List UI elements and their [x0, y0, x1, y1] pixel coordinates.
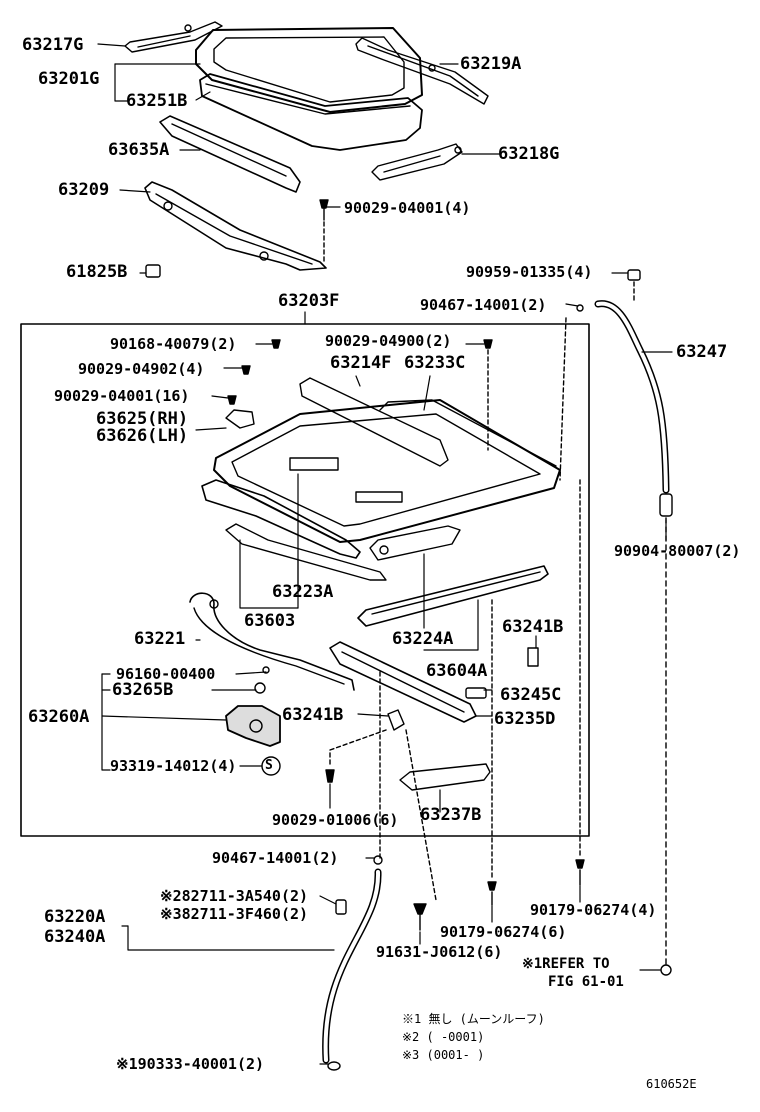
screw-part	[319, 199, 329, 265]
label-96160: 96160-00400	[116, 665, 216, 683]
front-rail-part	[159, 115, 301, 193]
clip-part	[145, 264, 161, 278]
label-63214f: 63214F	[330, 353, 392, 373]
refer-line-1: ※1REFER TO	[522, 956, 610, 972]
rail-part	[355, 37, 489, 105]
label-63224a: 63224A	[392, 629, 454, 649]
label-382711: ※382711-3F460(2)	[160, 905, 309, 923]
label-63247: 63247	[676, 342, 728, 362]
bracket-part	[387, 709, 405, 731]
figure-code: 610652E	[646, 1077, 697, 1091]
label-63203f: 63203F	[278, 291, 340, 311]
label-63603: 63603	[244, 611, 296, 631]
label-63218g: 63218G	[498, 144, 560, 164]
label-63241b-right: 63241B	[502, 617, 564, 637]
label-63260a: 63260A	[28, 707, 90, 727]
label-63251b: 63251B	[126, 91, 188, 111]
label-63201g: 63201G	[38, 69, 100, 89]
screw-part	[227, 339, 493, 451]
label-63219a: 63219A	[460, 54, 522, 74]
drip-rail-part	[144, 181, 327, 271]
label-190333: ※190333-40001(2)	[116, 1055, 265, 1073]
label-63241b-mid: 63241B	[282, 705, 344, 725]
label-63237b: 63237B	[420, 805, 482, 825]
refer-line-2: FIG 61-01	[548, 974, 624, 990]
bolt-part	[325, 729, 387, 783]
leader-lines	[97, 43, 673, 1065]
motor-part	[225, 666, 281, 747]
housing-frame-part	[213, 377, 561, 543]
label-63625: 63625(RH)	[96, 409, 189, 429]
frame-part	[201, 479, 387, 581]
note-3: ※3 (0001- )	[402, 1048, 485, 1062]
label-63604a: 63604A	[426, 661, 488, 681]
s-mark: S	[265, 758, 273, 773]
label-90168: 90168-40079(2)	[110, 335, 237, 353]
label-63235d: 63235D	[494, 709, 556, 729]
rail-part	[369, 525, 461, 561]
label-93319: 93319-14012(4)	[110, 757, 237, 775]
note-1: ※1 無し (ムーンルーフ)	[402, 1012, 545, 1026]
label-90467-top: 90467-14001(2)	[420, 296, 547, 314]
cable-part	[189, 592, 355, 691]
slide-guide-part	[371, 143, 463, 181]
label-90029-04902: 90029-04902(4)	[78, 360, 205, 378]
label-61825b: 61825B	[66, 262, 128, 282]
clip-part	[335, 899, 347, 915]
bracket-part	[399, 763, 491, 791]
deflector-strip-part	[124, 21, 223, 53]
drain-hose-part	[576, 269, 673, 976]
label-63223a: 63223A	[272, 582, 334, 602]
label-90959-01335: 90959-01335(4)	[466, 263, 593, 281]
glass-panel-part	[195, 27, 423, 113]
label-90467-bottom: 90467-14001(2)	[212, 849, 339, 867]
label-63635a: 63635A	[108, 140, 170, 160]
label-63240a: 63240A	[44, 927, 106, 947]
label-90904: 90904-80007(2)	[614, 542, 741, 560]
bracket-part	[225, 409, 255, 429]
label-63245c: 63245C	[500, 685, 562, 705]
label-63626: 63626(LH)	[96, 426, 189, 446]
cover-part	[465, 687, 487, 699]
screw-part	[405, 599, 585, 931]
label-63209: 63209	[58, 180, 110, 200]
label-90029-04001-16: 90029-04001(16)	[54, 387, 190, 405]
label-90029-01006: 90029-01006(6)	[272, 811, 399, 829]
label-91631: 91631-J0612(6)	[376, 943, 503, 961]
bracket-part	[527, 647, 539, 667]
guide-rail-part	[357, 565, 549, 627]
label-90179-6: 90179-06274(6)	[440, 923, 567, 941]
label-63233c: 63233C	[404, 353, 466, 373]
label-63220a: 63220A	[44, 907, 106, 927]
label-90029-04001-4: 90029-04001(4)	[344, 199, 471, 217]
weatherstrip-part	[199, 73, 423, 151]
dashed-ref-line	[559, 317, 567, 481]
label-90179-4: 90179-06274(4)	[530, 901, 657, 919]
label-63221: 63221	[134, 629, 186, 649]
label-63217g: 63217G	[22, 35, 84, 55]
label-282711: ※282711-3A540(2)	[160, 887, 309, 905]
label-63265b: 63265B	[112, 680, 174, 700]
drain-hose-part	[322, 855, 383, 1071]
note-2: ※2 ( -0001)	[402, 1030, 485, 1044]
label-90029-04900: 90029-04900(2)	[325, 332, 452, 350]
